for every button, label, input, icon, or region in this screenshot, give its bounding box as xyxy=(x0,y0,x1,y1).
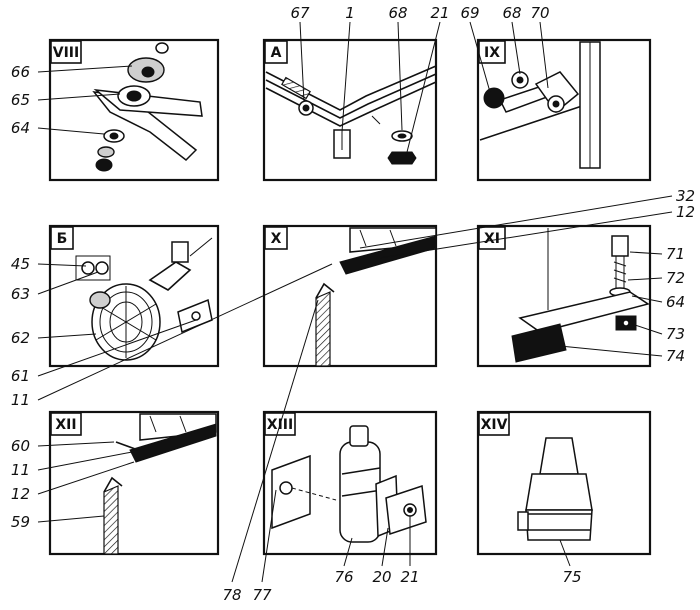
panel-xiv: XIV xyxy=(476,410,652,556)
callout-64: 64 xyxy=(11,119,30,137)
windscreen-corner-drawing xyxy=(265,65,437,165)
callout-11-xii: 11 xyxy=(11,461,30,479)
callout-61: 61 xyxy=(11,367,30,385)
panel-b: Б xyxy=(48,224,220,368)
panel-tag-b: Б xyxy=(57,231,68,247)
callout-32: 32 xyxy=(676,187,695,205)
fan-assembly-drawing xyxy=(75,237,213,361)
callout-68: 68 xyxy=(388,4,407,22)
glass-seal-detail-drawing xyxy=(103,413,217,555)
callout-78: 78 xyxy=(222,586,241,604)
sensor-clamp-drawing xyxy=(271,425,427,543)
panel-tag-xii: XII xyxy=(55,417,76,433)
propeller-assembly-drawing xyxy=(92,42,203,172)
callout-21: 21 xyxy=(430,4,449,22)
panel-viii: VIII xyxy=(48,38,220,182)
panel-tag-xiv: XIV xyxy=(481,417,508,433)
panel-tag-xi: XI xyxy=(484,231,500,247)
callout-68-ix: 68 xyxy=(502,4,521,22)
callout-45: 45 xyxy=(11,255,30,273)
glass-seal-drawing xyxy=(315,227,437,367)
callout-1: 1 xyxy=(345,4,355,22)
panel-xii: XII xyxy=(48,410,220,556)
callout-12-xii: 12 xyxy=(11,485,30,503)
callout-70: 70 xyxy=(530,4,549,22)
sensor-unit-drawing xyxy=(517,437,593,541)
callout-72: 72 xyxy=(666,269,685,287)
callout-60: 60 xyxy=(11,437,30,455)
callout-71: 71 xyxy=(666,245,685,263)
bolt-bracket-drawing xyxy=(511,228,650,363)
panel-x: X xyxy=(262,224,438,368)
callout-77: 77 xyxy=(252,586,272,604)
callout-75: 75 xyxy=(562,568,581,586)
panel-tag-a: А xyxy=(271,45,282,61)
callout-66: 66 xyxy=(11,63,30,81)
callout-11: 11 xyxy=(11,391,30,409)
callout-12: 12 xyxy=(676,203,695,221)
hinge-bracket-drawing xyxy=(479,41,601,169)
callout-20: 20 xyxy=(372,568,391,586)
panel-xi: XI xyxy=(476,224,652,368)
panel-tag-ix: IX xyxy=(484,45,500,61)
callout-labels: 66 65 64 67 1 68 21 69 68 70 45 63 62 61… xyxy=(11,4,695,604)
callout-59: 59 xyxy=(11,513,30,531)
leader-lines xyxy=(37,21,673,583)
callout-64-xi: 64 xyxy=(666,293,685,311)
callout-69: 69 xyxy=(460,4,479,22)
callout-65: 65 xyxy=(11,91,30,109)
callout-62: 62 xyxy=(11,329,30,347)
callout-21-xiii: 21 xyxy=(400,568,419,586)
callout-63: 63 xyxy=(11,285,30,303)
panel-xiii: XIII xyxy=(262,410,438,556)
panel-tag-viii: VIII xyxy=(53,45,79,61)
callout-73: 73 xyxy=(666,325,685,343)
callout-74: 74 xyxy=(666,347,685,365)
callout-76: 76 xyxy=(334,568,353,586)
panel-tag-x: X xyxy=(271,231,282,247)
callout-67: 67 xyxy=(290,4,310,22)
panel-ix: IX xyxy=(476,38,652,182)
panel-a: А xyxy=(262,38,438,182)
